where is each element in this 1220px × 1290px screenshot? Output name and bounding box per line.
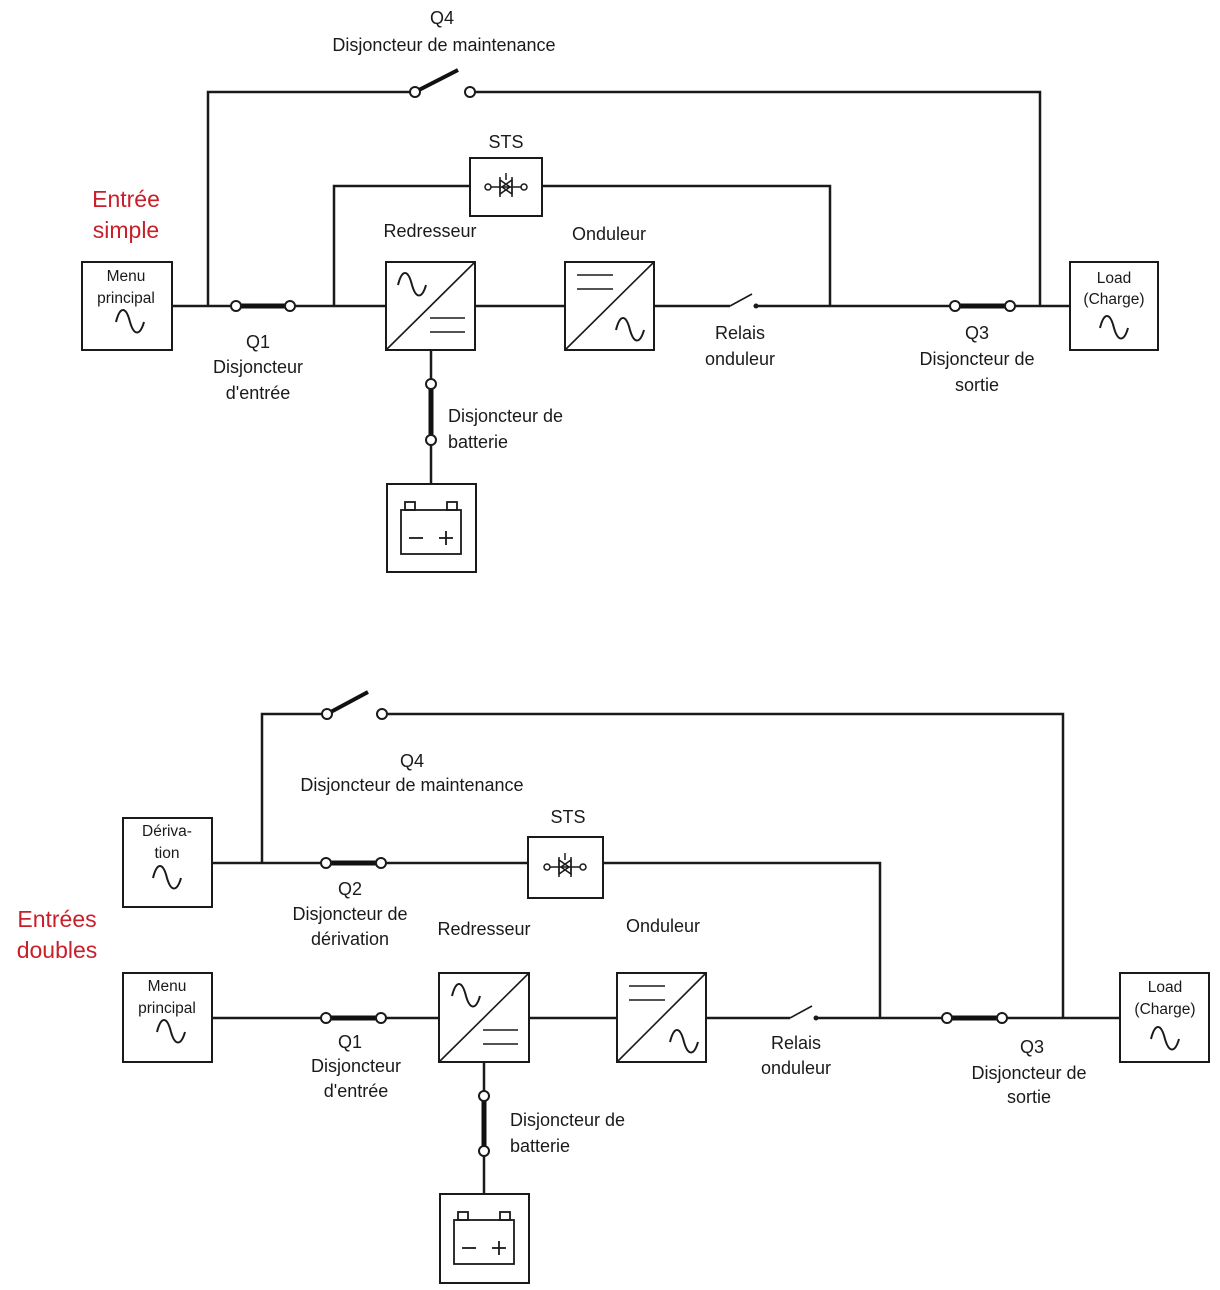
- q1-input-breaker[interactable]: [320, 1012, 387, 1024]
- q2-id: Q2: [338, 879, 362, 899]
- sts-label: STS: [488, 132, 523, 152]
- bypass-input-source: Dériva- tion: [122, 817, 213, 908]
- inverter-label: Onduleur: [626, 916, 700, 936]
- load-label-2: (Charge): [1083, 291, 1144, 308]
- bypass-wire-3: [603, 861, 882, 1018]
- main-input-source: Menu principal: [122, 972, 213, 1063]
- q3-output-breaker[interactable]: [949, 300, 1016, 312]
- relay-label-2: onduleur: [761, 1058, 831, 1078]
- bypass-label-2: tion: [155, 845, 180, 862]
- q4-maintenance-switch[interactable]: [409, 68, 476, 98]
- battery-breaker-label-2: batterie: [510, 1136, 570, 1156]
- battery-breaker-label-2: batterie: [448, 432, 508, 452]
- battery-breaker[interactable]: [425, 378, 437, 446]
- q4-label: Disjoncteur de maintenance: [300, 775, 523, 795]
- q1-label-2: d'entrée: [226, 383, 291, 403]
- battery-icon: [439, 1193, 530, 1284]
- mode-label-2: doubles: [17, 937, 98, 963]
- sts-label: STS: [550, 807, 585, 827]
- q4-id: Q4: [400, 751, 424, 771]
- rectifier-label: Redresseur: [383, 221, 476, 241]
- main-input-label-2: principal: [138, 1000, 196, 1017]
- q2-label-1: Disjoncteur de: [292, 904, 407, 924]
- sts-wire-right: [542, 184, 832, 306]
- mode-label-1: Entrée: [92, 186, 160, 212]
- relay-label-1: Relais: [771, 1033, 821, 1053]
- q4-label: Disjoncteur de maintenance: [332, 35, 555, 55]
- inverter-relay[interactable]: [729, 293, 759, 309]
- rectifier-block: [385, 261, 476, 351]
- battery-breaker[interactable]: [478, 1090, 490, 1157]
- load-label-2: (Charge): [1134, 1001, 1195, 1018]
- q1-input-breaker[interactable]: [230, 300, 296, 312]
- battery-breaker-label-1: Disjoncteur de: [510, 1110, 625, 1130]
- q2-bypass-breaker[interactable]: [320, 857, 387, 869]
- inverter-label: Onduleur: [572, 224, 646, 244]
- q3-output-breaker[interactable]: [941, 1012, 1008, 1024]
- load-label-1: Load: [1097, 270, 1131, 287]
- relay-label-1: Relais: [715, 323, 765, 343]
- single-input-diagram: Menu principal: [81, 8, 1159, 573]
- main-input-label-1: Menu: [107, 268, 146, 285]
- maintenance-bypass-wire-right: [470, 90, 1042, 306]
- q1-label-1: Disjoncteur: [213, 357, 303, 377]
- mode-label-2: simple: [93, 217, 159, 243]
- dual-input-diagram: Dériva- tion Menu principal: [17, 690, 1210, 1284]
- q3-label-1: Disjoncteur de: [919, 349, 1034, 369]
- mode-label-1: Entrées: [17, 906, 96, 932]
- maintenance-bypass-wire-left: [206, 90, 415, 306]
- q1-label-2: d'entrée: [324, 1081, 389, 1101]
- sts-switch: [469, 157, 543, 217]
- q1-id: Q1: [246, 332, 270, 352]
- q3-id: Q3: [1020, 1037, 1044, 1057]
- inverter-relay[interactable]: [789, 1005, 819, 1021]
- maintenance-wire-left: [260, 712, 327, 863]
- q1-id: Q1: [338, 1032, 362, 1052]
- inverter-block: [564, 261, 655, 351]
- sts-wire-left: [332, 184, 470, 306]
- rectifier-block: [438, 972, 530, 1063]
- main-input-label-1: Menu: [148, 978, 187, 995]
- load-label-1: Load: [1148, 979, 1182, 996]
- q3-label-1: Disjoncteur de: [971, 1063, 1086, 1083]
- q1-label-1: Disjoncteur: [311, 1056, 401, 1076]
- q3-id: Q3: [965, 323, 989, 343]
- battery-icon: [386, 483, 477, 573]
- bypass-label-1: Dériva-: [142, 823, 192, 840]
- load-output: Load (Charge): [1119, 972, 1210, 1063]
- sts-switch: [527, 836, 604, 899]
- inverter-block: [616, 972, 707, 1063]
- relay-label-2: onduleur: [705, 349, 775, 369]
- q2-label-2: dérivation: [311, 929, 389, 949]
- q3-label-2: sortie: [1007, 1087, 1051, 1107]
- main-input-source: Menu principal: [81, 261, 173, 351]
- main-input-label-2: principal: [97, 290, 155, 307]
- q4-id: Q4: [430, 8, 454, 28]
- q3-label-2: sortie: [955, 375, 999, 395]
- q4-maintenance-switch[interactable]: [321, 690, 388, 720]
- load-output: Load (Charge): [1069, 261, 1159, 351]
- rectifier-label: Redresseur: [437, 919, 530, 939]
- battery-breaker-label-1: Disjoncteur de: [448, 406, 563, 426]
- maintenance-wire-right: [382, 712, 1065, 1018]
